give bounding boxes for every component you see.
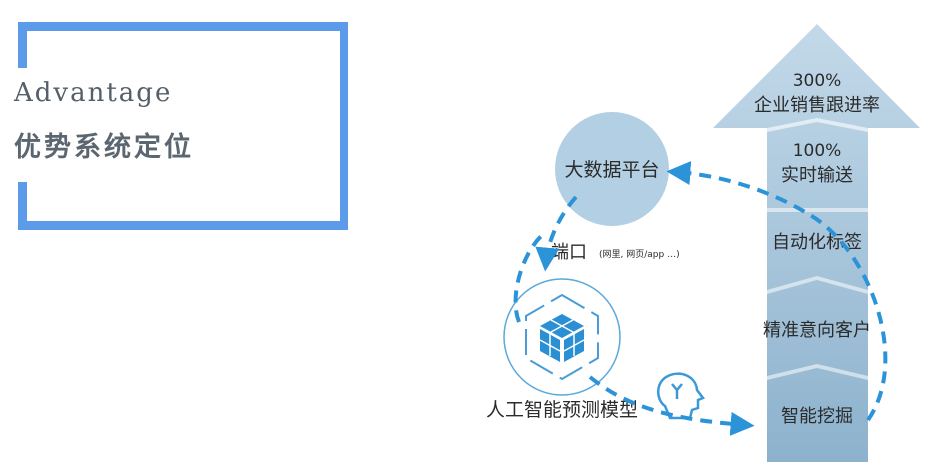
ai-head-icon — [657, 372, 705, 420]
model-hexagon — [525, 293, 599, 381]
port-note: (网里, 网页/app …) — [599, 249, 680, 260]
model-node — [503, 278, 621, 396]
level4-label: 精准意向客户 — [763, 320, 871, 341]
top-label: 企业销售跟进率 — [754, 95, 880, 116]
growth-arrow-shape — [713, 24, 920, 462]
level3-label: 自动化标签 — [772, 232, 862, 253]
title-english: Advantage — [14, 78, 173, 108]
level5-label: 智能挖掘 — [781, 406, 853, 427]
growth-arrow — [713, 24, 920, 462]
platform-circle — [555, 112, 669, 226]
cube-icon — [539, 314, 585, 362]
port-label: 端口 — [551, 242, 587, 263]
level2-value: 100% — [793, 141, 842, 161]
title-frame-gap — [12, 68, 212, 182]
band-separator-1 — [767, 118, 868, 132]
model-outer-circle — [503, 278, 621, 396]
flow-model-to-platform — [513, 230, 548, 323]
band-separator-4 — [767, 364, 868, 380]
top-value: 300% — [793, 71, 842, 91]
level2-label: 实时输送 — [781, 165, 853, 186]
platform-label: 大数据平台 — [564, 159, 659, 181]
flow-model-to-mining — [588, 375, 755, 436]
flow-mining-to-platform — [666, 161, 888, 422]
band-separator-3 — [767, 276, 868, 294]
flow-platform-to-port — [535, 195, 578, 272]
band-separator-2 — [767, 208, 868, 212]
title-chinese: 优势系统定位 — [14, 132, 194, 163]
model-label: 人工智能预测模型 — [486, 399, 638, 421]
